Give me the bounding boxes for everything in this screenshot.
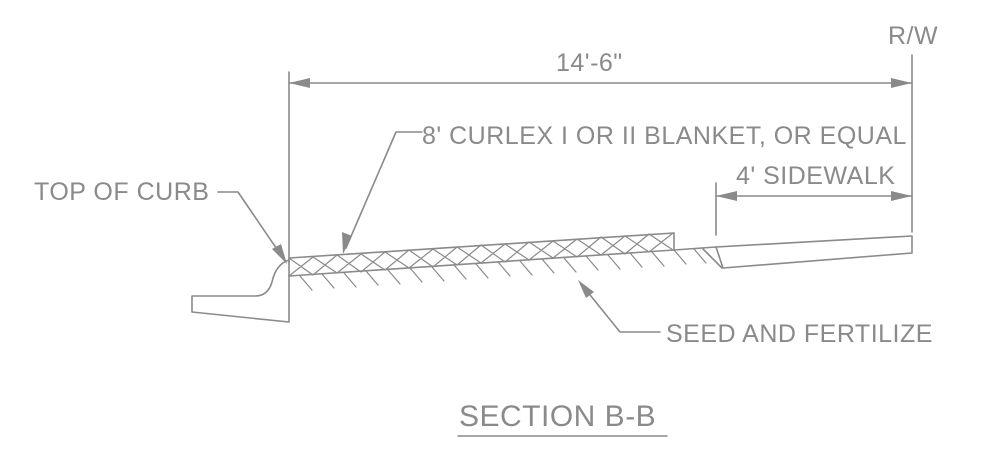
seed-label: SEED AND FERTILIZE: [666, 320, 933, 348]
overall-dimension-label: 14'-6": [556, 49, 623, 77]
sidewalk-arrow-left: [716, 191, 737, 201]
dimension-arrow-right: [891, 78, 912, 88]
blanket-arrow: [342, 232, 352, 254]
seed-leader: [581, 284, 661, 333]
curb-outline: [191, 259, 290, 323]
dimension-arrow-left: [289, 78, 310, 88]
blanket-hatching: [288, 232, 674, 277]
sidewalk-label: 4' SIDEWALK: [736, 162, 895, 190]
blanket-label: 8' CURLEX I OR II BLANKET, OR EQUAL: [422, 122, 907, 150]
top-of-curb-label: TOP OF CURB: [34, 178, 209, 206]
sidewalk-edge-tick: [702, 248, 723, 269]
rw-label: R/W: [888, 22, 938, 50]
section-title: SECTION B-B: [459, 400, 656, 433]
seed-arrow: [578, 280, 594, 298]
sidewalk-slab: [715, 235, 913, 269]
top-of-curb-leader: [217, 191, 286, 262]
ground-line: [673, 246, 717, 251]
sidewalk-arrow-right: [891, 191, 912, 201]
soil-hatching: [299, 248, 707, 291]
top-of-curb-arrow: [272, 244, 287, 264]
blanket-leader: [345, 131, 423, 249]
